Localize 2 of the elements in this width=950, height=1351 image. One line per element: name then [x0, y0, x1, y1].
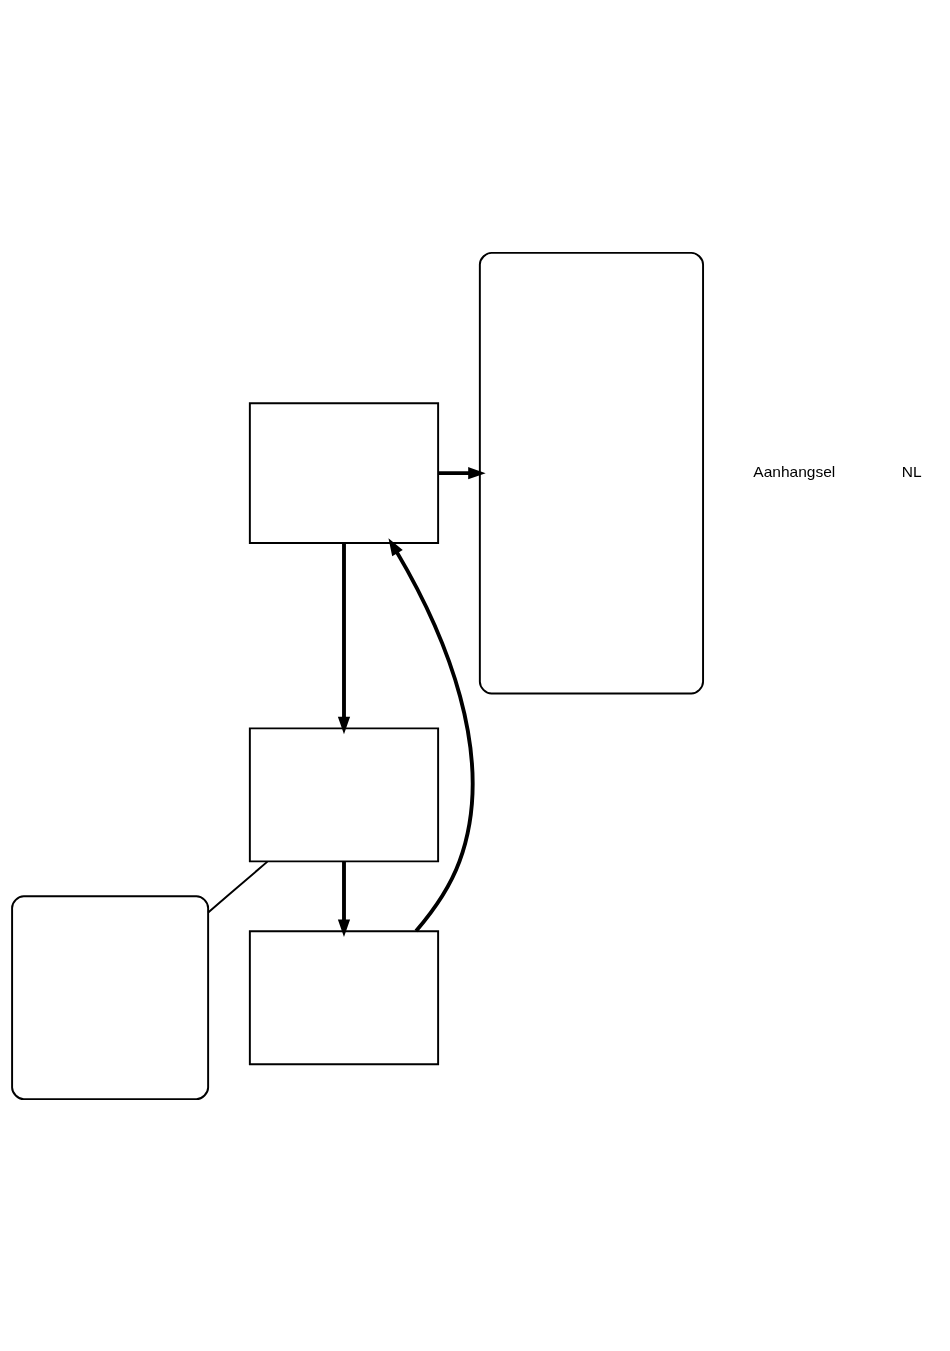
label: Aanhangsel: [753, 462, 836, 480]
label: NL: [901, 462, 922, 480]
